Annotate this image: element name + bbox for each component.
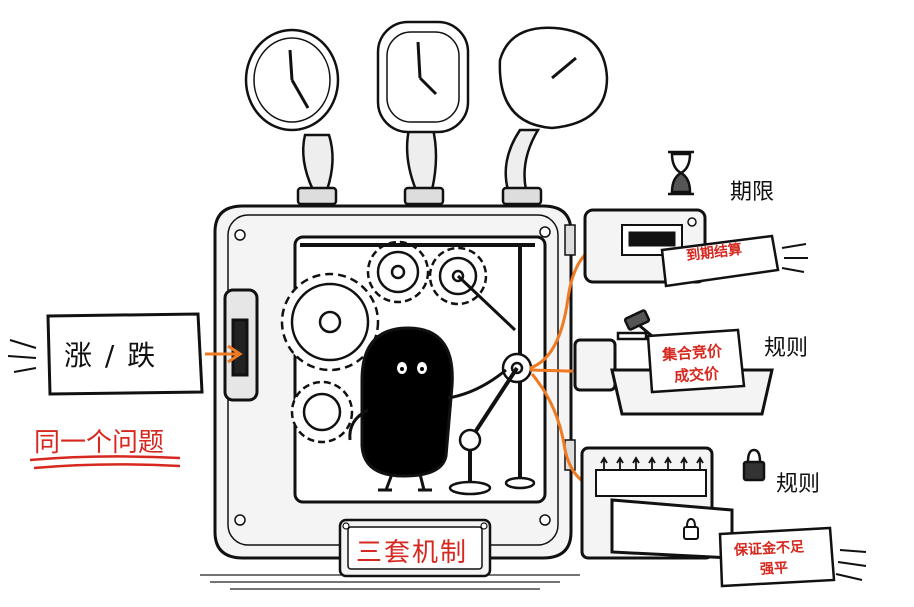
spikes-icon bbox=[600, 456, 704, 470]
margin-module bbox=[580, 446, 734, 560]
lock-icon bbox=[742, 448, 766, 482]
gauge-center bbox=[376, 20, 470, 206]
rule1-card-line1: 集合竞价 bbox=[661, 341, 723, 365]
rule1-card-line2: 成交价 bbox=[673, 364, 720, 386]
rule1-title: 规则 bbox=[764, 336, 809, 361]
auction-card bbox=[646, 328, 746, 394]
gauge-left bbox=[244, 28, 340, 206]
motion-lines-margin bbox=[835, 549, 867, 581]
rule2-title: 规则 bbox=[776, 472, 821, 497]
hourglass-icon bbox=[668, 150, 694, 196]
expiry-card bbox=[660, 234, 780, 288]
note-underline bbox=[29, 455, 181, 470]
motion-lines-expiry bbox=[781, 243, 808, 273]
gavel-icon bbox=[616, 309, 653, 341]
motion-lines-left bbox=[7, 339, 37, 373]
machine-label: 三套机制 bbox=[356, 538, 469, 568]
margin-card bbox=[718, 526, 836, 588]
label-plate bbox=[338, 518, 492, 578]
input-label: 涨 / 跌 bbox=[64, 339, 158, 372]
rule2-card-line2: 强平 bbox=[759, 560, 789, 578]
input-arrow bbox=[205, 344, 243, 364]
input-sign bbox=[46, 312, 204, 396]
rule2-card-line1: 保证金不足 bbox=[733, 539, 805, 559]
gauge-right bbox=[498, 26, 609, 206]
gears bbox=[280, 240, 536, 496]
expiry-title: 期限 bbox=[730, 180, 775, 205]
note-text: 同一个问题 bbox=[34, 428, 165, 458]
blob-character bbox=[348, 326, 507, 492]
